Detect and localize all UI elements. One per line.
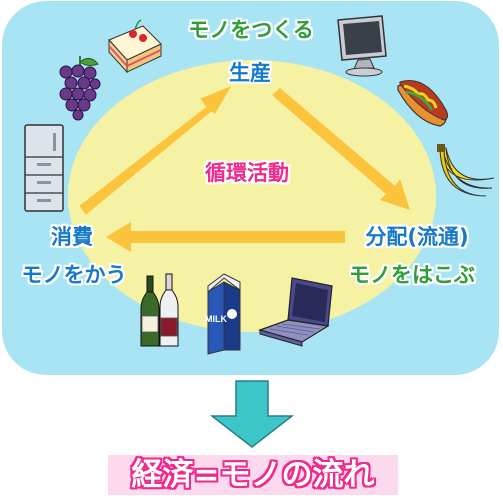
grapes-icon bbox=[59, 56, 101, 121]
consumption-subtitle: モノをかう bbox=[21, 263, 127, 287]
production-title: 生産 bbox=[229, 61, 271, 85]
milk-carton-icon: MILK bbox=[205, 273, 241, 355]
hotdog-icon bbox=[397, 80, 449, 127]
center-label: 循環活動 bbox=[205, 161, 289, 185]
monitor-icon bbox=[337, 15, 387, 77]
svg-text:MILK: MILK bbox=[205, 314, 227, 324]
consumption-title: 消費 bbox=[51, 225, 93, 249]
cake-icon bbox=[108, 19, 162, 74]
conclusion-banner: 経済=モノの流れ bbox=[108, 455, 398, 495]
conclusion-text: 経済=モノの流れ bbox=[131, 457, 375, 493]
distribution-title: 分配(流通) bbox=[365, 225, 469, 249]
wine-bottles-icon bbox=[140, 273, 179, 347]
distribution-subtitle: モノをはこぶ bbox=[349, 263, 475, 287]
bananas-icon bbox=[437, 144, 495, 197]
arrow-consumption-to-production bbox=[79, 85, 232, 215]
arrow-distribution-to-consumption bbox=[106, 222, 345, 252]
cycle-ellipse bbox=[68, 60, 436, 332]
production-subtitle: モノをつくる bbox=[188, 18, 314, 42]
arrow-production-to-distribution bbox=[272, 88, 410, 210]
laptop-icon bbox=[258, 277, 333, 347]
down-arrow bbox=[209, 380, 295, 448]
refrigerator-icon bbox=[24, 124, 64, 212]
